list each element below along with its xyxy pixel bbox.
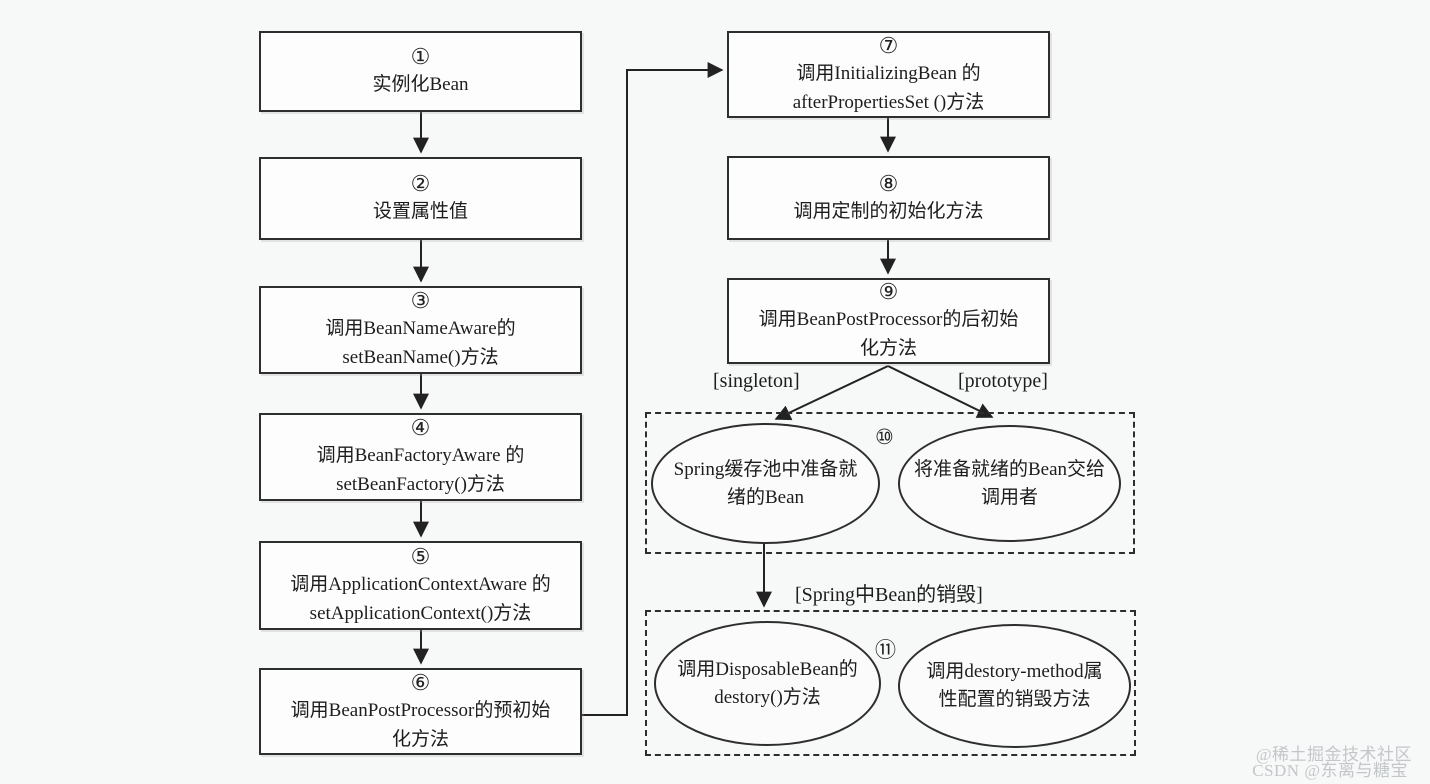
step-text: 调用BeanFactoryAware 的 setBeanFactory()方法 <box>316 445 525 495</box>
watermark-csdn: CSDN @东离与糖宝 <box>1252 761 1408 780</box>
flow-box-8-custom-init: ⑧ 调用定制的初始化方法 <box>727 156 1050 240</box>
step-number: ⑨ <box>878 279 899 304</box>
destroy-group-frame <box>645 610 1136 756</box>
watermark-juejin: @稀土掘金技术社区 <box>1255 745 1412 764</box>
step-text: 调用BeanNameAware的 setBeanName()方法 <box>325 318 516 368</box>
flow-box-5-application-context-aware: ⑤ 调用ApplicationContextAware 的 setApplica… <box>259 541 582 630</box>
ellipse-destroy-method: 调用destory-method属 性配置的销毁方法 <box>898 624 1131 748</box>
step-number: ① <box>410 44 431 69</box>
step-text: 调用BeanPostProcessor的后初始 化方法 <box>758 309 1019 359</box>
ellipse-disposable-bean-destroy: 调用DisposableBean的 destory()方法 <box>654 621 881 746</box>
step-text: 调用InitializingBean 的 afterPropertiesSet … <box>792 62 985 113</box>
step-number: ② <box>410 171 431 196</box>
flow-box-1-instantiate-bean: ① 实例化Bean <box>259 31 582 112</box>
ellipse-deliver-bean: 将准备就绪的Bean交给 调用者 <box>898 425 1121 542</box>
step-number: ⑧ <box>878 170 899 196</box>
step-number: ⑥ <box>410 669 431 695</box>
step-text: 实例化Bean <box>372 74 469 95</box>
step-number: ③ <box>410 288 431 313</box>
step-text: 设置属性值 <box>372 201 468 222</box>
flow-box-6-pre-init-postprocessor: ⑥ 调用BeanPostProcessor的预初始 化方法 <box>259 668 582 755</box>
ellipse-singleton-pool: Spring缓存池中准备就 绪的Bean <box>651 423 880 544</box>
step-text: 调用BeanPostProcessor的预初始 化方法 <box>290 699 551 750</box>
flow-box-3-bean-name-aware: ③ 调用BeanNameAware的 setBeanName()方法 <box>259 286 582 374</box>
flow-box-2-set-properties: ② 设置属性值 <box>259 157 582 240</box>
flow-box-4-bean-factory-aware: ④ 调用BeanFactoryAware 的 setBeanFactory()方… <box>259 413 582 501</box>
singleton-group-frame <box>645 412 1135 554</box>
label-bean-destroy: [Spring中Bean的销毁] <box>795 584 983 606</box>
label-singleton: [singleton] <box>713 370 800 392</box>
step-number: ④ <box>410 415 431 440</box>
step-text: 调用定制的初始化方法 <box>793 200 984 222</box>
group-number-11: ⑪ <box>875 638 896 662</box>
step-number: ⑤ <box>410 543 431 569</box>
step-number: ⑦ <box>878 32 899 58</box>
step-text: 调用ApplicationContextAware 的 setApplicati… <box>290 573 551 624</box>
flow-box-7-initializing-bean: ⑦ 调用InitializingBean 的 afterPropertiesSe… <box>727 31 1050 118</box>
group-number-10: ⑩ <box>875 425 894 449</box>
flow-box-9-post-init-postprocessor: ⑨ 调用BeanPostProcessor的后初始 化方法 <box>727 278 1050 364</box>
label-prototype: [prototype] <box>958 370 1048 392</box>
